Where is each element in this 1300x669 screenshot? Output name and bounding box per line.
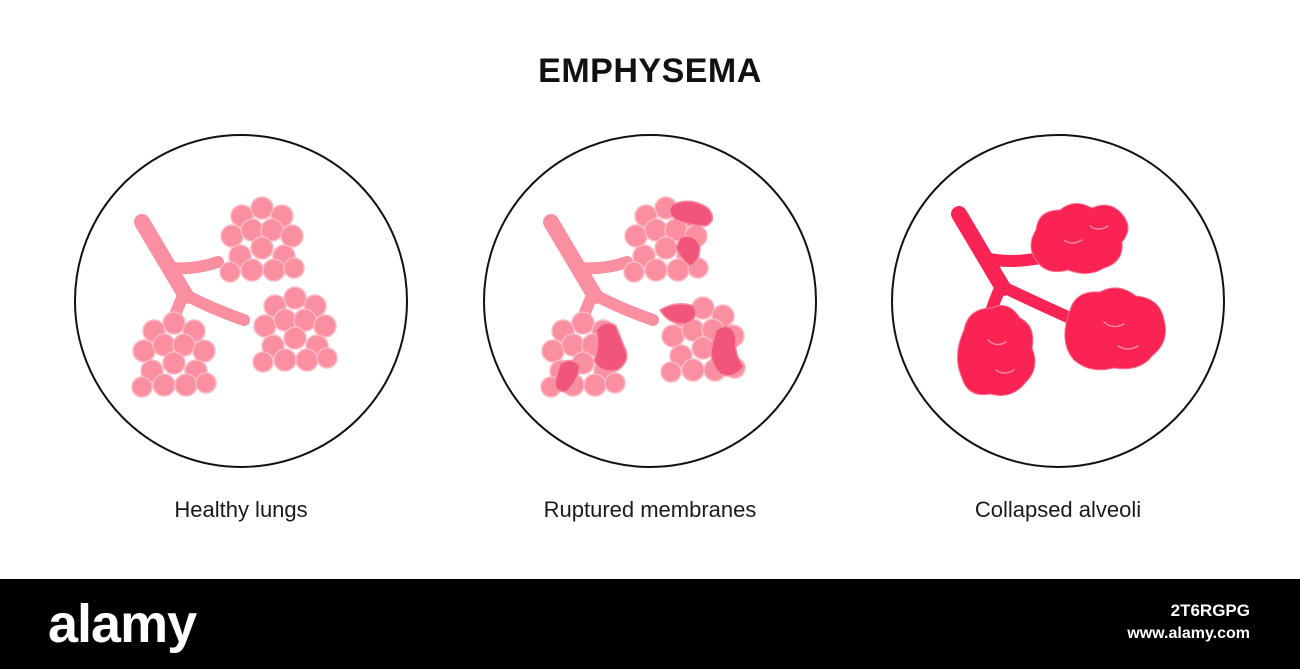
image-id: 2T6RGPG	[1170, 601, 1250, 620]
site-url: www.alamy.com	[1127, 625, 1250, 642]
panel-collapsed	[891, 134, 1225, 468]
panel-ruptured	[483, 134, 817, 468]
bronchiole	[543, 214, 659, 332]
ruptured-membranes	[554, 200, 745, 393]
panel-circle	[483, 134, 817, 468]
collapsed-alveoli	[957, 203, 1166, 396]
caption-collapsed-alveoli: Collapsed alveoli	[974, 497, 1142, 522]
brand-logo: alamy	[48, 594, 197, 654]
caption-healthy-lungs: Healthy lungs	[174, 497, 308, 522]
diagram-title: EMPHYSEMA	[538, 52, 762, 90]
panel-circle	[74, 134, 408, 468]
caption-ruptured-membranes: Ruptured membranes	[543, 497, 757, 522]
panel-circle	[891, 134, 1225, 468]
diagram-canvas	[74, 134, 1225, 468]
collapsed-fold-lines	[987, 225, 1139, 374]
bronchiole	[134, 214, 250, 332]
alveoli-cluster	[131, 196, 338, 398]
panel-healthy	[74, 134, 408, 468]
watermark-footer: alamy 2T6RGPG www.alamy.com	[0, 579, 1300, 669]
